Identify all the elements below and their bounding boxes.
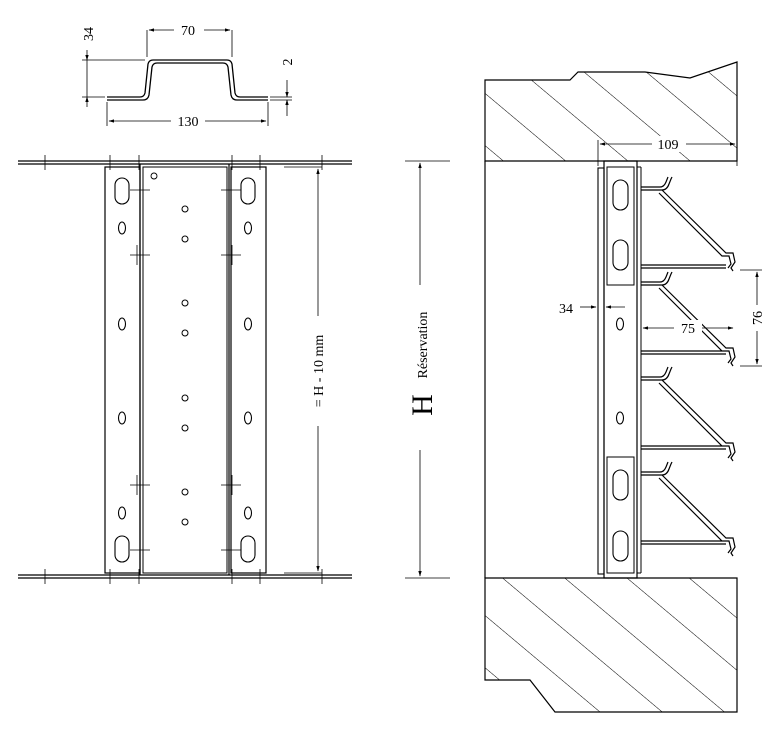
profile-height-label: 34 — [82, 27, 97, 41]
front-view: = H - 10 mm — [18, 155, 352, 584]
blade-depth-label: 75 — [681, 322, 695, 337]
profile-top-width-label: 70 — [181, 24, 195, 39]
profile-outline — [107, 59, 268, 101]
louvre-blades — [641, 176, 736, 557]
front-height-label: = H - 10 mm — [312, 335, 327, 408]
wall-bottom-hatched — [484, 577, 738, 713]
wall-top-hatched — [484, 61, 738, 162]
side-offset-label: 34 — [559, 302, 573, 317]
side-depth-label: 109 — [658, 138, 679, 153]
reservation-dimension: H Réservation — [405, 160, 450, 579]
side-view: 109 34 75 76 — [484, 61, 766, 713]
blade-pitch-label: 76 — [751, 311, 766, 325]
profile-total-width-label: 130 — [178, 115, 199, 130]
profile-section: 70 34 2 130 — [82, 22, 296, 130]
reservation-label: Réservation — [416, 312, 431, 379]
profile-thickness-label: 2 — [281, 59, 296, 66]
reservation-symbol: H — [406, 394, 439, 416]
